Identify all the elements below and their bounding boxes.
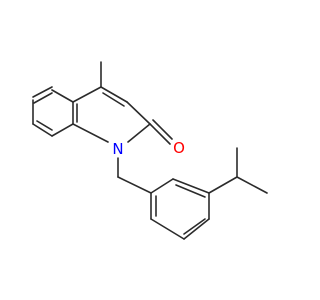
bond-line — [32, 123, 53, 137]
molecule-structure-diagram: N O — [32, 61, 268, 240]
bond-layer — [32, 61, 268, 240]
oxygen-atom-label: O — [173, 139, 185, 157]
nitrogen-atom-label: N — [112, 140, 123, 158]
bond-line — [149, 123, 171, 145]
bond-line — [36, 120, 53, 131]
bond-line — [72, 86, 102, 103]
bond-line — [152, 119, 173, 140]
bond-line — [208, 176, 238, 194]
bond-line — [126, 101, 151, 125]
bond-line — [150, 218, 185, 240]
bond-line — [100, 86, 128, 103]
bond-line — [51, 123, 74, 137]
bond-line — [33, 92, 53, 104]
bond-line — [72, 123, 109, 143]
atom-label-layer: N O — [112, 139, 185, 158]
bond-line — [32, 86, 53, 98]
bond-line — [102, 92, 125, 107]
bond-line — [172, 178, 210, 194]
bond-line — [183, 218, 206, 235]
bond-line — [127, 123, 151, 143]
bond-line — [175, 184, 206, 198]
bond-line — [150, 178, 174, 194]
bond-line — [117, 176, 152, 194]
bond-line — [183, 218, 210, 240]
bond-line — [236, 176, 268, 194]
bond-line — [51, 89, 74, 103]
